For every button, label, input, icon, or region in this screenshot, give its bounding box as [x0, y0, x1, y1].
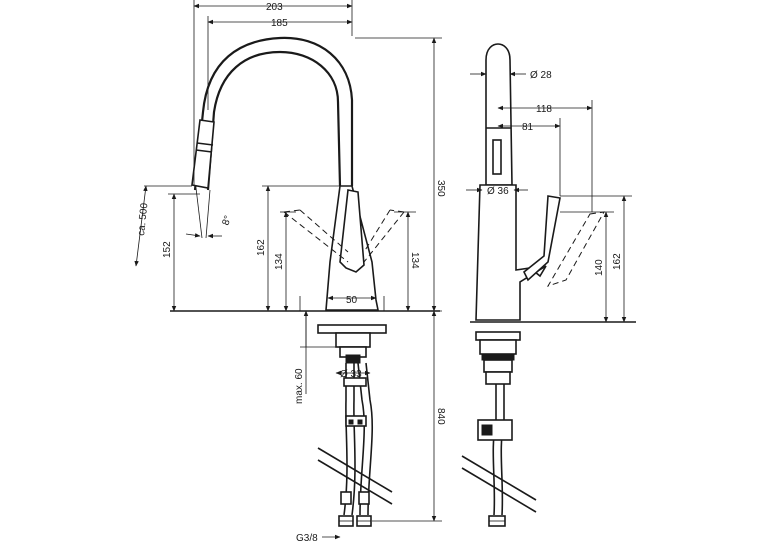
dim-185: 185 [271, 18, 288, 29]
dim-162-side: 162 [612, 253, 623, 270]
dim-angle-8: 8° [220, 214, 234, 227]
dim-140: 140 [594, 259, 605, 276]
dim-134-left: 134 [274, 253, 285, 270]
dim-d36: Ø 36 [487, 186, 509, 197]
dim-d28: Ø 28 [530, 70, 552, 81]
dim-203: 203 [266, 2, 283, 13]
spray-head [191, 119, 215, 189]
side-spray-button [492, 139, 502, 175]
dim-ca-500: ca. 500 [136, 202, 150, 236]
dim-50: 50 [346, 295, 358, 306]
dim-81: 81 [522, 122, 534, 133]
dim-118: 118 [536, 104, 552, 115]
dim-152: 152 [162, 241, 173, 258]
front-view: 203 185 350 ca. 500 152 8° 162 134 [134, 0, 446, 544]
base-plate [317, 324, 387, 334]
side-lever [522, 195, 561, 282]
side-view: Ø 28 118 81 Ø 36 140 162 [461, 43, 636, 527]
dim-162: 162 [256, 239, 267, 256]
spout-arc-inner [206, 50, 342, 191]
dim-134-right: 134 [409, 252, 420, 269]
side-body [475, 184, 547, 321]
dim-840: 840 [435, 408, 446, 425]
dim-g38: G3/8 [296, 533, 318, 544]
dim-max-60: max. 60 [294, 368, 305, 404]
faucet-lever [339, 189, 365, 273]
dim-d33: Ø 33 [340, 369, 362, 380]
spout-arc [193, 36, 354, 191]
dim-350: 350 [435, 180, 446, 197]
